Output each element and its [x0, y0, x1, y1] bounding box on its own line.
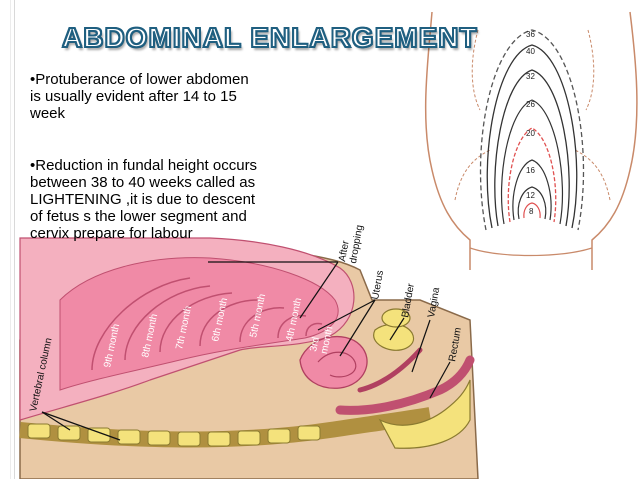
cervix-fold [317, 351, 357, 378]
lower-uterus [299, 335, 368, 389]
contour-8 [523, 202, 541, 219]
contour-32 [494, 69, 570, 227]
contour-36 [479, 29, 585, 231]
week-label-40: 40 [526, 47, 535, 56]
label-after-dropping: Afterdropping [337, 222, 365, 264]
uterus-cavity [59, 257, 339, 391]
pelvis-line [454, 149, 611, 201]
arc-8th [124, 285, 211, 361]
arc-5th [239, 307, 285, 343]
label-vagina: Vagina [426, 286, 442, 318]
week-label-32: 32 [526, 72, 535, 81]
label-uterus: Uterus [370, 270, 386, 301]
slide-margin-line [10, 0, 11, 479]
contour-26 [501, 99, 563, 225]
arc-9th [91, 277, 191, 371]
week-label-16: 16 [526, 166, 535, 175]
torso-outline [424, 11, 638, 270]
fundal-height-diagram: 36 40 32 26 20 16 12 8 [424, 11, 638, 270]
bullet-lightening: •Reduction in fundal height occurs betwe… [30, 157, 258, 242]
slide-margin-line [14, 0, 15, 479]
week-label-20: 20 [526, 129, 535, 138]
arc-3rd [305, 322, 323, 337]
contour-40 [486, 44, 578, 229]
contour-12 [517, 186, 547, 220]
arc-7th [159, 292, 233, 353]
week-label-12: 12 [526, 191, 535, 200]
leader-lines [41, 261, 451, 441]
vagina-tube [357, 347, 423, 393]
contour-20 [507, 127, 557, 223]
slide-title: ABDOMINAL ENLARGEMENT [61, 21, 478, 54]
week-label-8: 8 [529, 207, 534, 216]
arc-4th [277, 314, 307, 339]
sacrum [378, 379, 471, 449]
contour-16 [512, 159, 552, 221]
sagittal-diagram: Afterdropping Uterus Bladder Vagina Rect… [19, 222, 479, 479]
rectum-tube [335, 355, 475, 415]
pubic-bone [381, 308, 411, 328]
week-label-26: 26 [526, 100, 535, 109]
arc-6th [199, 299, 259, 347]
pubic-line [469, 247, 593, 257]
week-label-36: 36 [526, 30, 535, 39]
vertebrae [27, 423, 321, 447]
bullet-protuberance: •Protuberance of lower abdomen is usuall… [30, 71, 249, 122]
